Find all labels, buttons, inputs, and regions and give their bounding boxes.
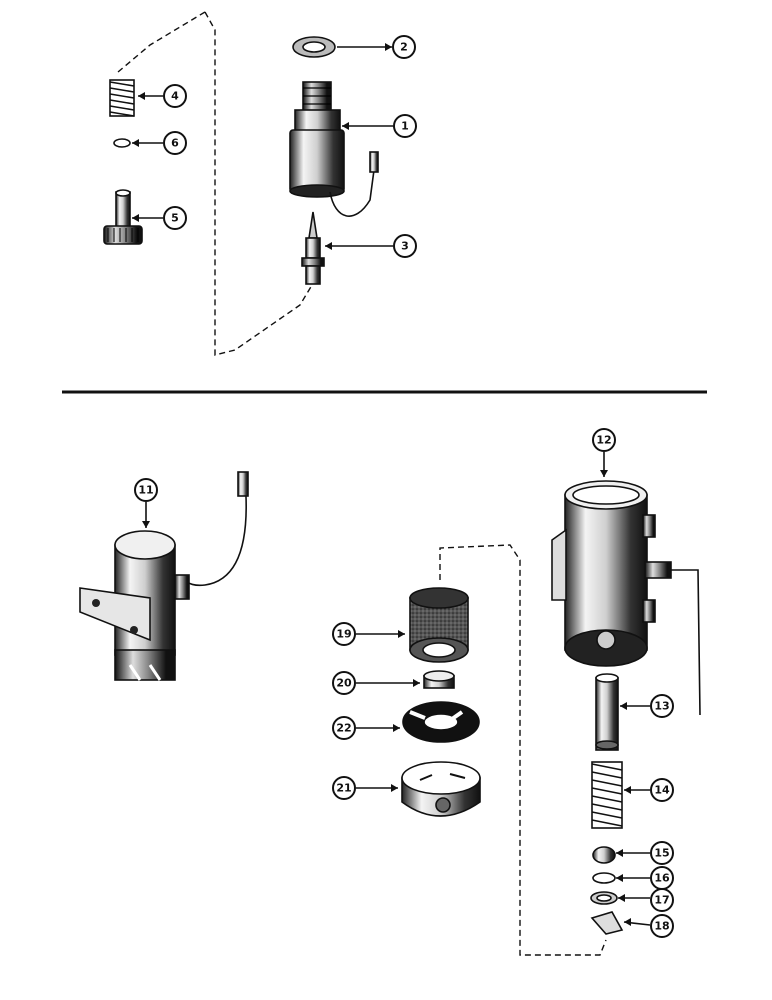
leader-lines bbox=[132, 43, 651, 926]
clip-part-18 bbox=[590, 911, 624, 935]
callout-18: 18 bbox=[650, 914, 674, 938]
callout-label-3: 3 bbox=[401, 240, 409, 253]
callout-label-2: 2 bbox=[400, 41, 408, 54]
top-assembly bbox=[103, 11, 379, 356]
top-dashed-bracket bbox=[204, 11, 313, 356]
bottom-right-assembly bbox=[401, 480, 701, 956]
callout-label-18: 18 bbox=[654, 920, 669, 933]
callout-3: 3 bbox=[393, 234, 417, 258]
filter-part-19 bbox=[409, 587, 469, 663]
callout-12: 12 bbox=[592, 428, 616, 452]
washer-part-2 bbox=[292, 36, 336, 58]
callout-4: 4 bbox=[163, 84, 187, 108]
callout-16: 16 bbox=[650, 866, 674, 890]
callout-label-16: 16 bbox=[654, 872, 670, 885]
solenoid-part-1 bbox=[289, 81, 379, 217]
callout-17: 17 bbox=[650, 888, 674, 912]
callout-label-5: 5 bbox=[171, 212, 179, 225]
callout-label-6: 6 bbox=[171, 137, 179, 150]
callout-1: 1 bbox=[393, 114, 417, 138]
callout-label-20: 20 bbox=[336, 677, 352, 690]
callout-label-22: 22 bbox=[336, 722, 351, 735]
callout-6: 6 bbox=[163, 131, 187, 155]
callout-label-4: 4 bbox=[171, 90, 179, 103]
callout-label-12: 12 bbox=[596, 434, 611, 447]
callout-2: 2 bbox=[392, 35, 416, 59]
cup-part-20 bbox=[423, 670, 455, 689]
callout-label-14: 14 bbox=[654, 784, 670, 797]
callout-22: 22 bbox=[332, 716, 356, 740]
tube-part-13 bbox=[595, 673, 619, 751]
valve-part-15 bbox=[592, 846, 616, 864]
callout-5: 5 bbox=[163, 206, 187, 230]
callout-label-17: 17 bbox=[654, 894, 669, 907]
spring-part-4 bbox=[109, 79, 135, 117]
plunger-part-3 bbox=[301, 211, 325, 285]
callout-label-11: 11 bbox=[138, 484, 153, 497]
valve-fitting-part-5 bbox=[103, 189, 143, 245]
fuel-pump-part-11 bbox=[79, 471, 249, 681]
gasket-part-22 bbox=[402, 701, 480, 743]
callout-21: 21 bbox=[332, 776, 356, 800]
ring-part-16 bbox=[592, 872, 616, 884]
callout-label-21: 21 bbox=[336, 782, 351, 795]
callout-11: 11 bbox=[134, 478, 158, 502]
callout-14: 14 bbox=[650, 778, 674, 802]
spring-part-14 bbox=[591, 761, 623, 829]
washer-part-17 bbox=[590, 891, 618, 905]
top-dashed-to-spring bbox=[117, 11, 206, 73]
callout-label-13: 13 bbox=[654, 700, 669, 713]
cap-part-21 bbox=[401, 761, 481, 817]
callout-20: 20 bbox=[332, 671, 356, 695]
callout-label-1: 1 bbox=[401, 120, 409, 133]
callout-19: 19 bbox=[332, 622, 356, 646]
bottom-dashed-bracket bbox=[439, 544, 607, 956]
callout-label-15: 15 bbox=[654, 847, 669, 860]
pump-body-part-12 bbox=[551, 480, 701, 716]
o-ring-part-6 bbox=[113, 138, 131, 148]
callout-13: 13 bbox=[650, 694, 674, 718]
callout-15: 15 bbox=[650, 841, 674, 865]
callout-label-19: 19 bbox=[336, 628, 351, 641]
